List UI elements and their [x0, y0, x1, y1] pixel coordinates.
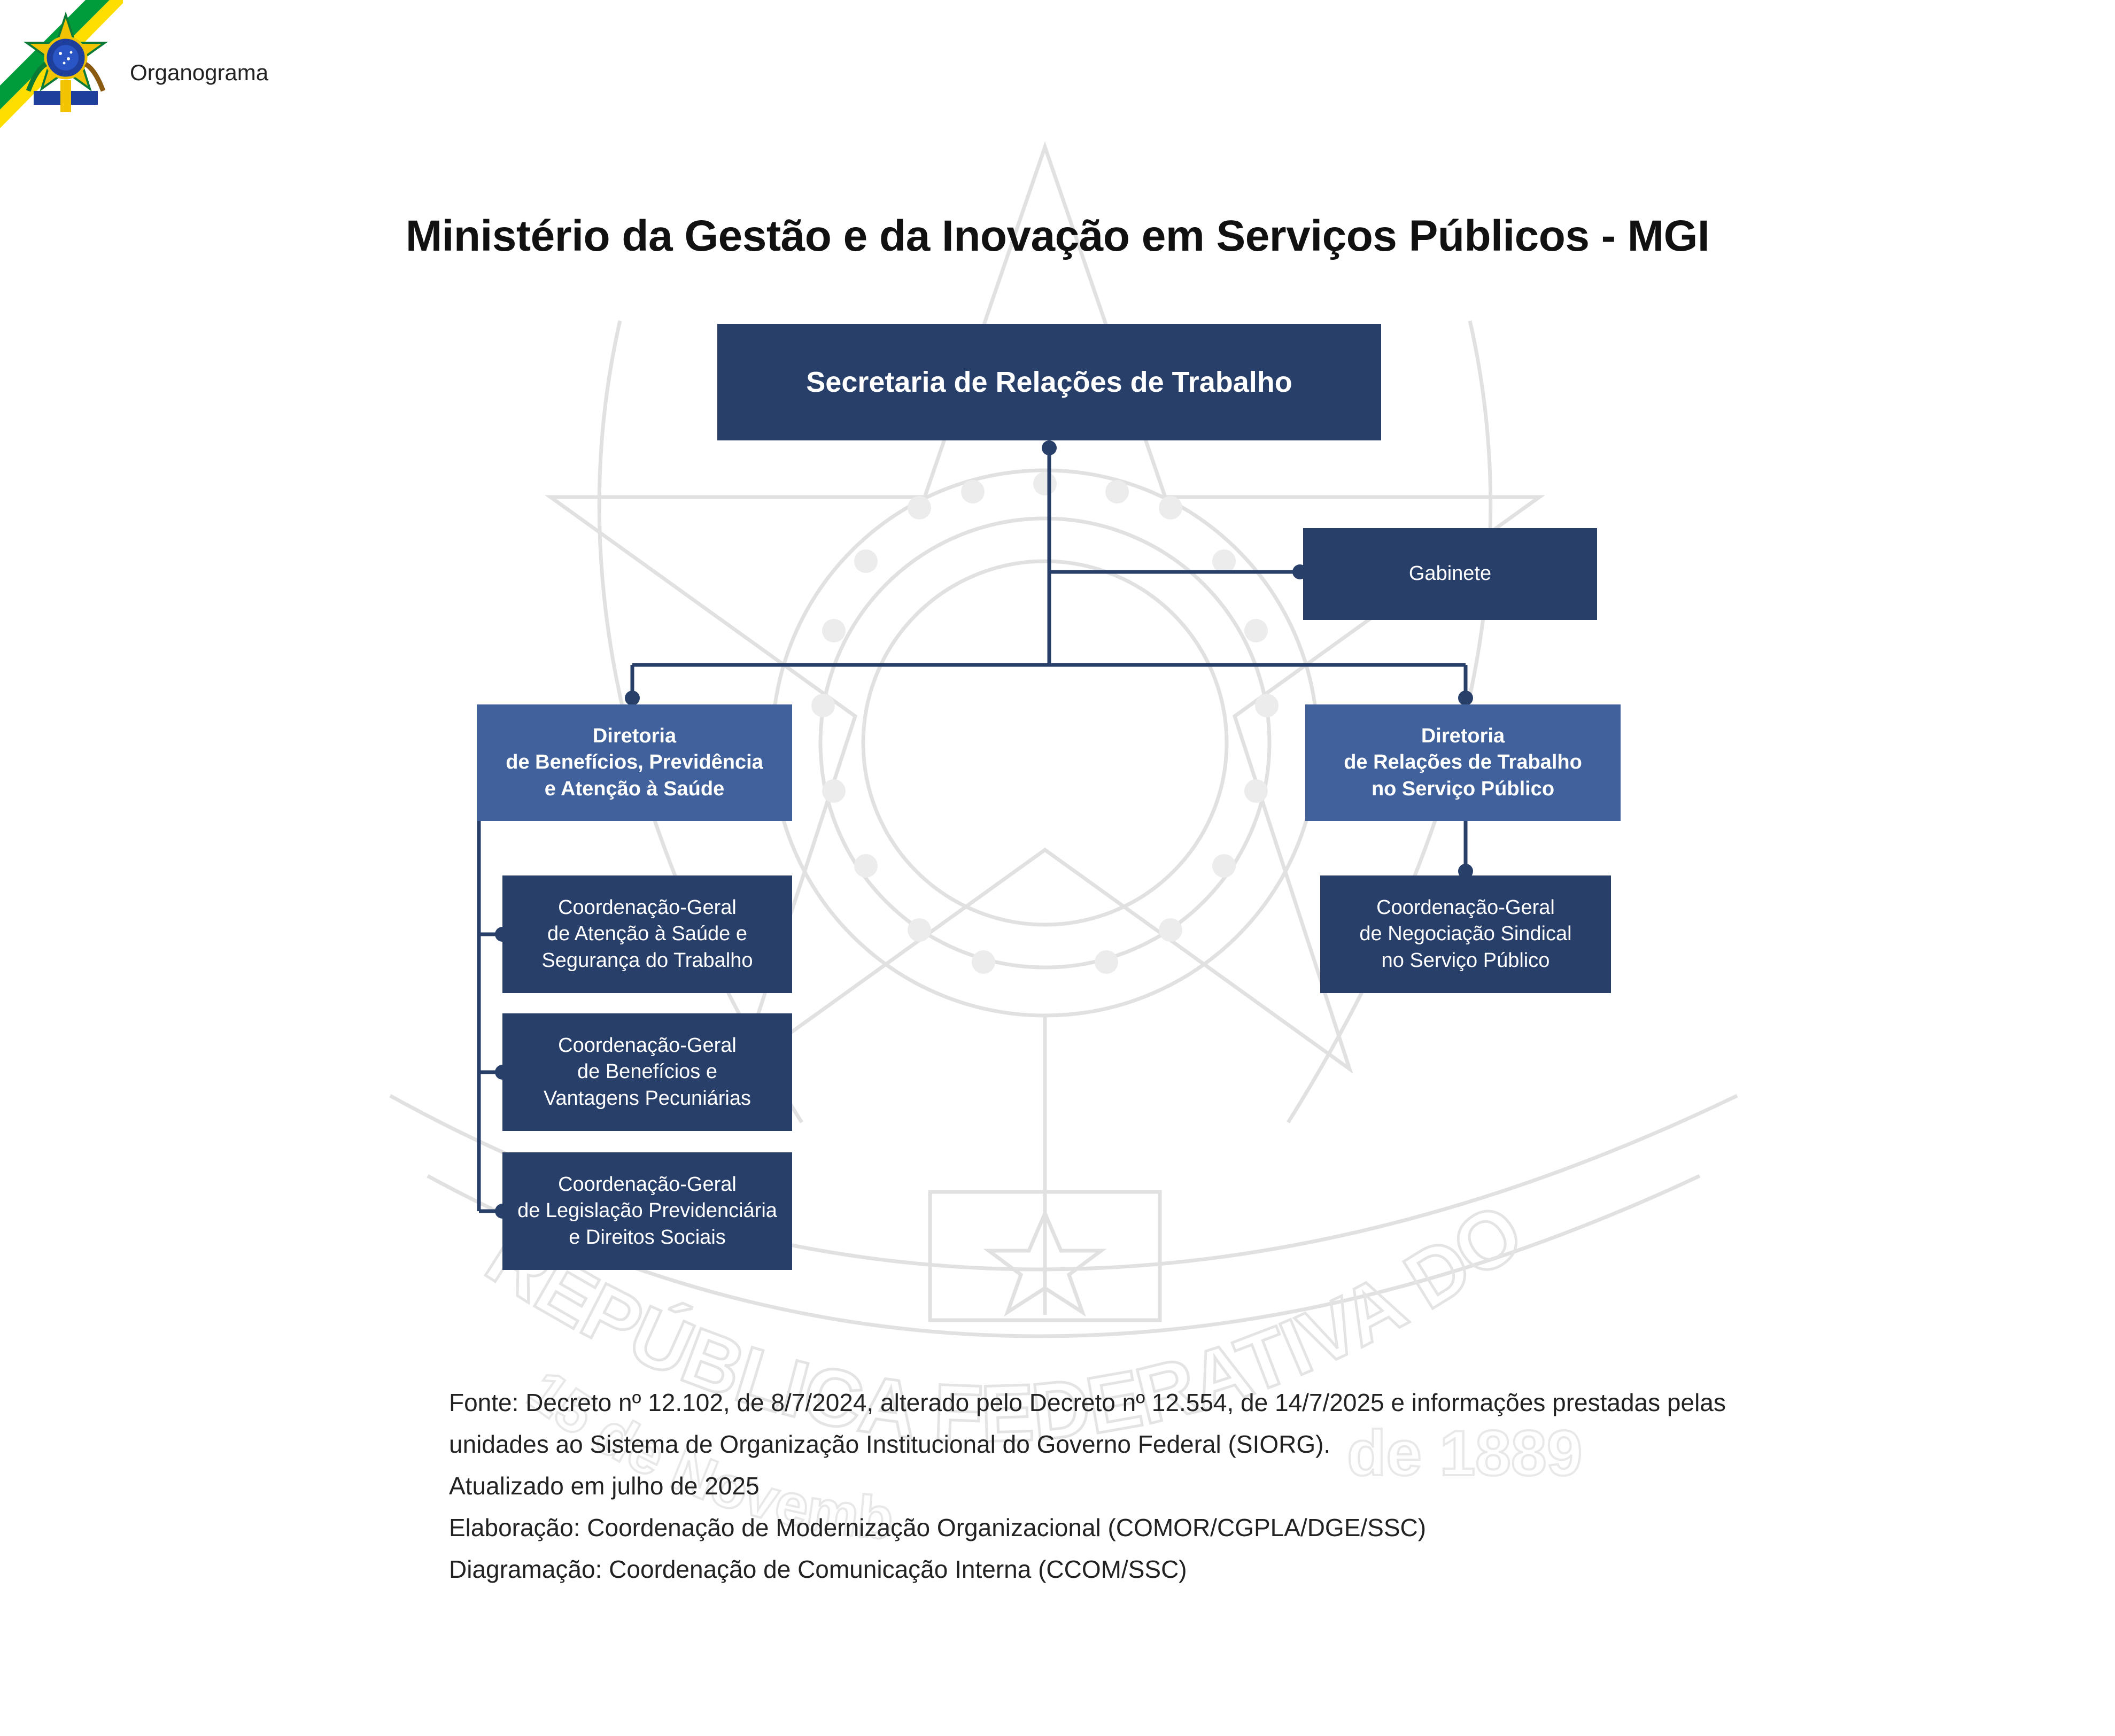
unit-social-rights-label: Coordenação-Geral de Legislação Previden… — [517, 1173, 777, 1249]
footer-layout-credit: Diagramação: Coordenação de Comunicação … — [449, 1555, 1187, 1583]
directorate-labor-relations-box: Diretoria de Relações de Trabalho no Ser… — [1305, 704, 1621, 821]
unit-union-negotiation-label: Coordenação-Geral de Negociação Sindical… — [1359, 896, 1572, 972]
unit-health-safety-box: Coordenação-Geral de Atenção à Saúde e S… — [502, 875, 792, 993]
header-title: Organograma — [130, 60, 269, 85]
footer-updated: Atualizado em julho de 2025 — [449, 1472, 760, 1500]
brazil-coat-of-arms-icon — [23, 11, 109, 112]
directorate-labor-relations-label: Diretoria de Relações de Trabalho no Ser… — [1344, 724, 1582, 800]
page-title: Ministério da Gestão e da Inovação em Se… — [405, 212, 1710, 260]
gabinete-box: Gabinete — [1303, 528, 1597, 620]
gabinete-label: Gabinete — [1408, 562, 1492, 585]
root-secretaria-box: Secretaria de Relações de Trabalho — [717, 324, 1381, 440]
footer-source-line-1: Fonte: Decreto nº 12.102, de 8/7/2024, a… — [449, 1389, 1726, 1416]
unit-health-safety-label: Coordenação-Geral de Atenção à Saúde e S… — [541, 896, 753, 972]
footer-source-line-2: unidades ao Sistema de Organização Insti… — [449, 1430, 1331, 1458]
unit-benefits-box: Coordenação-Geral de Benefícios e Vantag… — [502, 1013, 792, 1131]
unit-benefits-label: Coordenação-Geral de Benefícios e Vantag… — [544, 1034, 751, 1110]
footer-notes: Fonte: Decreto nº 12.102, de 8/7/2024, a… — [449, 1382, 1785, 1590]
footer-elaboration: Elaboração: Coordenação de Modernização … — [449, 1514, 1427, 1541]
unit-union-negotiation-box: Coordenação-Geral de Negociação Sindical… — [1320, 875, 1611, 993]
unit-social-rights-box: Coordenação-Geral de Legislação Previden… — [502, 1152, 792, 1270]
root-secretaria-label: Secretaria de Relações de Trabalho — [806, 366, 1292, 398]
directorate-benefits-label: Diretoria de Benefícios, Previdência e A… — [506, 724, 763, 800]
directorate-benefits-box: Diretoria de Benefícios, Previdência e A… — [477, 704, 792, 821]
